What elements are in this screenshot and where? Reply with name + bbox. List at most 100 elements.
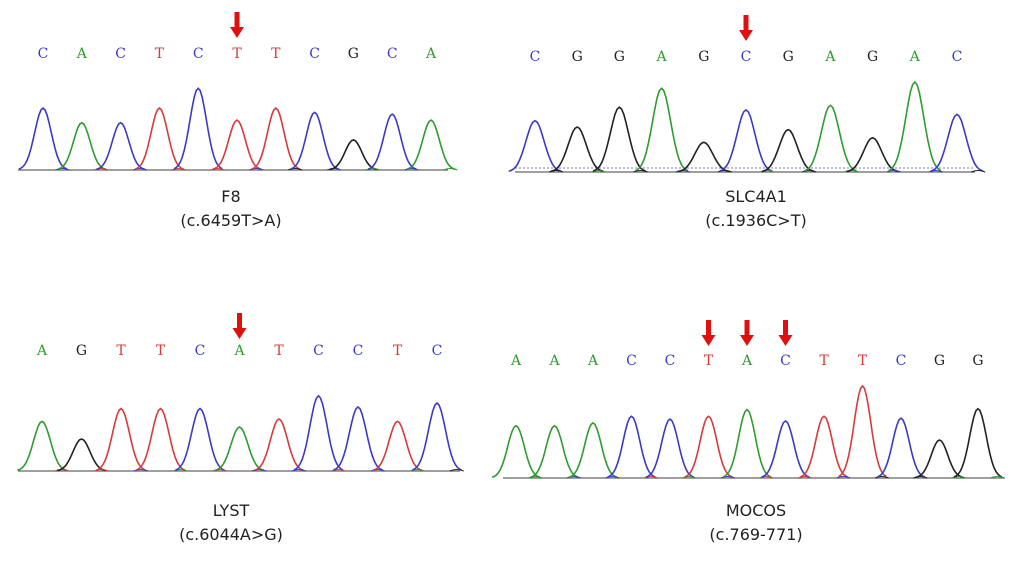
base-letter: C	[432, 343, 443, 359]
peak-A	[635, 87, 689, 172]
noise-trace	[548, 170, 564, 173]
base-letter: C	[665, 353, 676, 369]
noise-trace	[886, 170, 901, 173]
peak-G	[550, 126, 604, 173]
base-letter: A	[741, 353, 753, 369]
noise-trace	[633, 170, 648, 173]
noise-trace	[443, 168, 458, 171]
peak-C	[293, 394, 344, 471]
base-letter: C	[896, 353, 907, 369]
peak-C	[412, 401, 462, 471]
base-letter: A	[425, 46, 437, 62]
mutation-label: (c.1936C>T)	[705, 211, 807, 230]
peak-A	[568, 421, 618, 478]
peak-A	[17, 420, 67, 472]
base-letter: A	[76, 46, 88, 62]
noise-trace	[365, 168, 380, 171]
base-letter: C	[309, 46, 320, 62]
peak-C	[607, 415, 656, 478]
peak-A	[214, 426, 265, 472]
noise-trace	[643, 476, 658, 479]
mutation-label: (c.769-771)	[709, 525, 803, 544]
noise-trace	[331, 469, 346, 472]
peak-T	[838, 384, 887, 478]
noise-trace	[94, 469, 109, 472]
noise-trace	[404, 168, 419, 171]
base-letter: C	[530, 49, 541, 65]
base-letter: A	[587, 353, 599, 369]
noise-trace	[717, 170, 733, 173]
gene-name: MOCOS	[725, 501, 787, 520]
peak-G	[915, 439, 964, 479]
peak-G	[56, 438, 107, 472]
base-letter: G	[783, 49, 794, 65]
noise-trace	[970, 170, 986, 173]
base-letter: A	[824, 49, 836, 65]
noise-trace	[990, 476, 1005, 479]
base-letter: T	[858, 353, 868, 369]
noise-trace	[249, 168, 264, 171]
noise-trace	[605, 476, 620, 479]
noise-trace	[212, 469, 227, 472]
peak-G	[953, 407, 1003, 478]
base-letter: C	[353, 343, 364, 359]
noise-trace	[288, 168, 303, 171]
peak-T	[135, 407, 186, 471]
peak-C	[930, 113, 984, 172]
noise-trace	[528, 476, 543, 479]
peak-T	[212, 119, 262, 171]
mutation-label: (c.6459T>A)	[180, 211, 282, 230]
peak-A	[530, 424, 579, 478]
base-letter: A	[36, 343, 48, 359]
base-letter: G	[698, 49, 709, 65]
peak-C	[645, 418, 695, 478]
base-letter: C	[195, 343, 206, 359]
peak-C	[333, 405, 383, 471]
base-letter: G	[972, 353, 983, 369]
noise-trace	[132, 168, 148, 171]
arrow-icon	[230, 12, 244, 38]
peak-T	[96, 407, 146, 471]
peak-G	[677, 141, 731, 173]
peak-A	[888, 80, 942, 172]
peak-G	[846, 136, 899, 173]
noise-trace	[802, 170, 817, 173]
noise-trace	[210, 168, 225, 171]
peak-A	[57, 121, 107, 171]
noise-trace	[759, 476, 774, 479]
peak-T	[684, 415, 733, 478]
noise-trace	[449, 469, 464, 472]
base-letter: C	[193, 46, 204, 62]
noise-trace	[913, 476, 928, 479]
base-letter: T	[704, 353, 714, 369]
peak-G	[761, 128, 815, 173]
base-letter: G	[76, 343, 87, 359]
base-letter: C	[626, 353, 637, 369]
base-letter: G	[348, 46, 359, 62]
base-letter: C	[115, 46, 126, 62]
base-letter: C	[741, 49, 752, 65]
base-letter: C	[387, 46, 398, 62]
base-letter: C	[38, 46, 49, 62]
noise-trace	[591, 170, 606, 173]
noise-trace	[566, 476, 581, 479]
noise-trace	[720, 476, 735, 479]
base-letter: T	[155, 46, 165, 62]
mutation-label: (c.6044A>G)	[179, 525, 283, 544]
peak-T	[799, 415, 849, 478]
base-letter: G	[614, 49, 625, 65]
peak-C	[876, 417, 926, 478]
base-letter: A	[233, 343, 245, 359]
noise-trace	[133, 469, 148, 472]
noise-trace	[682, 476, 697, 479]
arrow-icon	[739, 15, 753, 41]
base-letter: G	[934, 353, 945, 369]
base-letter: A	[548, 353, 560, 369]
peak-C	[175, 407, 225, 471]
noise-trace	[291, 469, 306, 472]
